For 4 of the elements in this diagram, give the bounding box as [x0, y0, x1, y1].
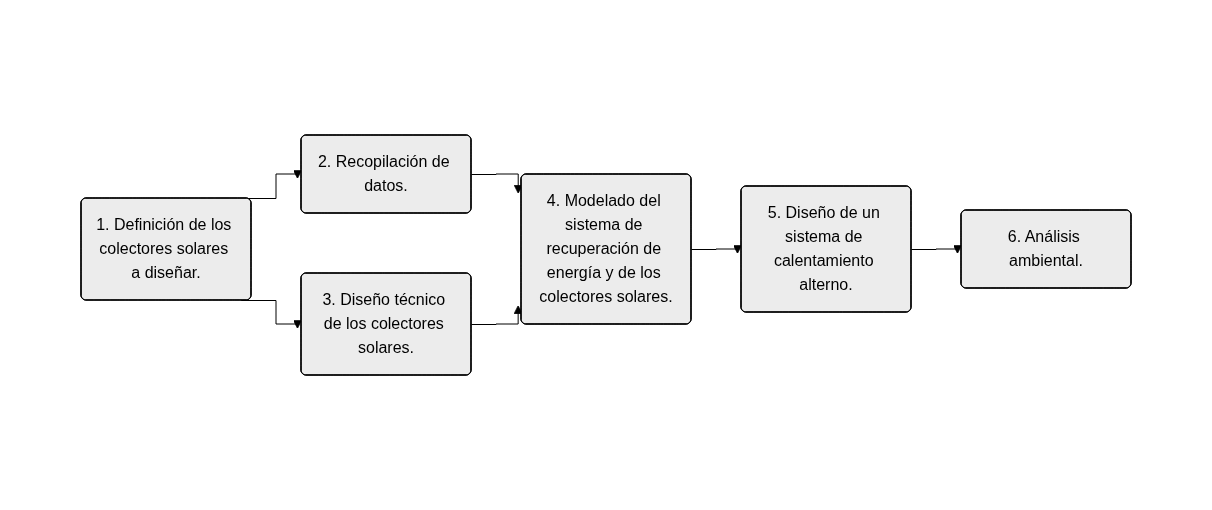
arrow [691, 245, 742, 254]
arrow [471, 305, 523, 325]
arrow [471, 173, 523, 194]
arrow [911, 245, 962, 254]
